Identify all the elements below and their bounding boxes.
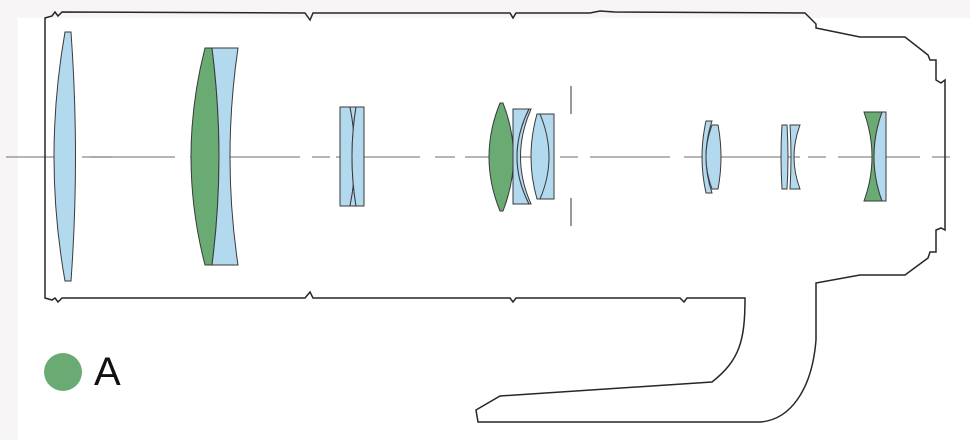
lens-element-10 <box>530 113 555 200</box>
lens-element-2-special <box>190 47 220 266</box>
legend-label: A <box>94 350 121 394</box>
lens-element-14 <box>780 124 789 190</box>
lens-element-7-special <box>488 102 514 212</box>
lens-element-11 <box>539 113 550 200</box>
lens-element-6 <box>351 106 365 207</box>
lens-element-15 <box>789 124 801 190</box>
legend-swatch-special-glass <box>44 353 82 391</box>
lens-element-13 <box>705 124 722 190</box>
lens-element-3 <box>211 47 239 266</box>
lens-element-17 <box>873 111 887 202</box>
lens-element-1 <box>53 31 76 282</box>
lens-barrel-outline <box>44 10 946 423</box>
lens-element-9 <box>516 108 532 205</box>
